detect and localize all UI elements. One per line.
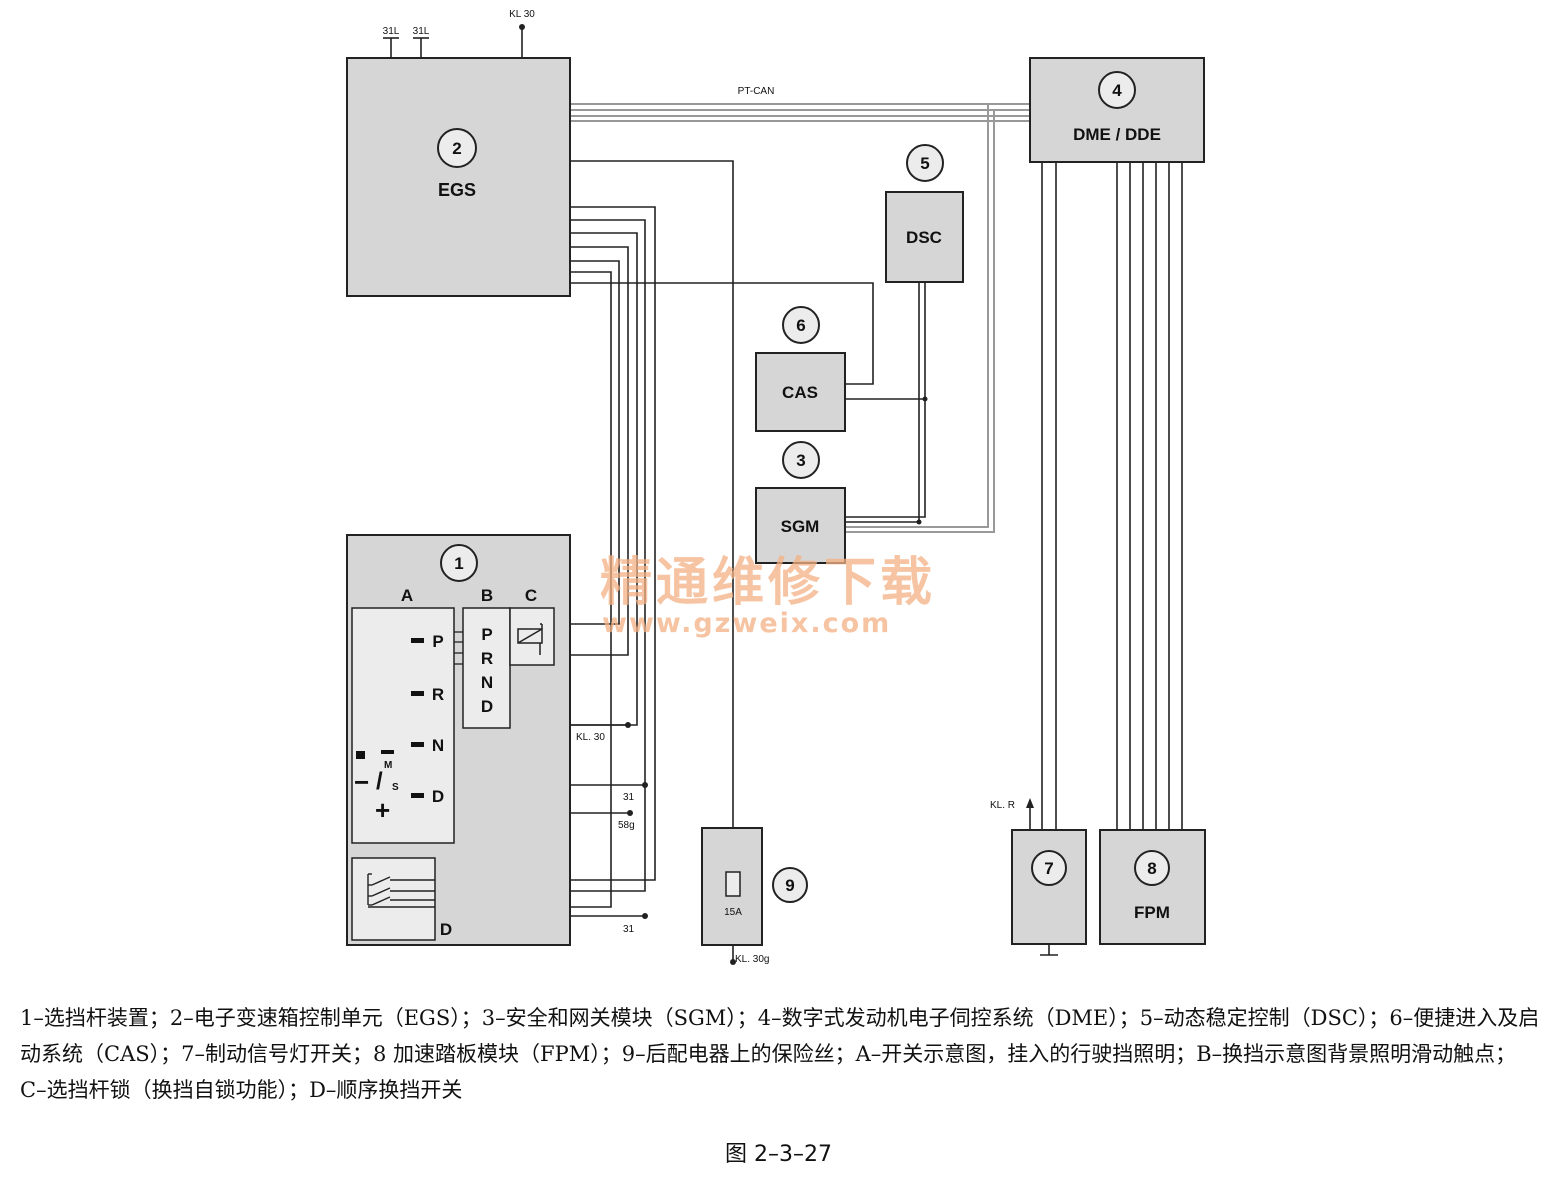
terminal-31-b: 31 — [623, 924, 635, 935]
section-b-label: B — [481, 586, 493, 605]
terminal-kl30-top: KL 30 — [509, 9, 535, 20]
fpm-module: 8 FPM — [1099, 829, 1206, 945]
fuse-rating: 15A — [724, 907, 742, 918]
sgm-number: 3 — [796, 451, 805, 470]
cas-label: CAS — [782, 383, 818, 402]
terminal-klr: KL. R — [990, 800, 1015, 811]
terminal-kl30-mid: KL. 30 — [576, 732, 605, 743]
cas-module: 6 CAS — [755, 306, 846, 432]
terminal-58g: 58g — [618, 820, 635, 831]
plus-symbol: + — [375, 795, 390, 825]
brake-switch-number: 7 — [1044, 859, 1053, 878]
dme-label: DME / DDE — [1073, 125, 1161, 144]
dsc-module: 5 DSC — [885, 144, 964, 283]
prnd-n: N — [481, 673, 493, 692]
terminal-labels: 31L 31L KL 30 PT-CAN KL. 30 31 58g 31 KL… — [383, 9, 1015, 965]
fuse-number: 9 — [785, 876, 794, 895]
pt-can-label: PT-CAN — [738, 86, 775, 97]
selector-number: 1 — [454, 554, 463, 573]
dsc-number: 5 — [920, 154, 929, 173]
section-d-label: D — [440, 920, 452, 939]
sgm-module: 3 SGM — [755, 441, 846, 564]
watermark-cn: 精通维修下载 — [600, 553, 936, 613]
wiring-diagram: 2 EGS 4 DME / DDE 5 DSC 6 CAS 3 SGM 1 A … — [346, 9, 1206, 965]
dme-module: 4 DME / DDE — [1029, 57, 1205, 163]
prnd-d: D — [481, 697, 493, 716]
figure-label: 图 2–3–27 — [725, 1142, 832, 1167]
selector-lever-module: 1 A B C P R N D P — [346, 534, 571, 946]
ms-m: M — [384, 760, 392, 771]
dsc-label: DSC — [906, 228, 942, 247]
fpm-label: FPM — [1134, 903, 1170, 922]
watermark-url: www.gzweix.com — [602, 608, 891, 639]
brake-switch-module: 7 — [1011, 829, 1087, 945]
fuse-module: 15A 9 — [701, 827, 808, 946]
gear-a-n: N — [432, 736, 444, 755]
prnd-r: R — [481, 649, 493, 668]
prnd-p: P — [481, 625, 492, 644]
terminal-dots — [519, 24, 1034, 965]
terminal-31l-a: 31L — [383, 26, 400, 37]
gear-a-p: P — [432, 632, 443, 651]
terminal-31-a: 31 — [623, 792, 635, 803]
section-c-label: C — [525, 586, 537, 605]
ms-slash: / — [376, 768, 383, 795]
egs-number: 2 — [452, 139, 461, 158]
sgm-label: SGM — [781, 517, 820, 536]
ms-s: S — [392, 782, 399, 793]
gear-a-r: R — [432, 685, 444, 704]
gear-a-d: D — [432, 787, 444, 806]
dme-number: 4 — [1112, 81, 1122, 100]
cas-number: 6 — [796, 316, 805, 335]
egs-module: 2 EGS — [346, 57, 571, 297]
egs-label: EGS — [438, 180, 476, 200]
figure-caption: 1–选挡杆装置；2–电子变速箱控制单元（EGS）；3–安全和网关模块（SGM）；… — [20, 1006, 1540, 1102]
watermark: 精通维修下载 www.gzweix.com — [600, 553, 936, 639]
minus-symbol: − — [354, 767, 369, 797]
section-a-label: A — [401, 586, 413, 605]
terminal-kl30g: KL. 30g — [735, 954, 769, 965]
terminal-31l-b: 31L — [413, 26, 430, 37]
fpm-number: 8 — [1147, 859, 1156, 878]
